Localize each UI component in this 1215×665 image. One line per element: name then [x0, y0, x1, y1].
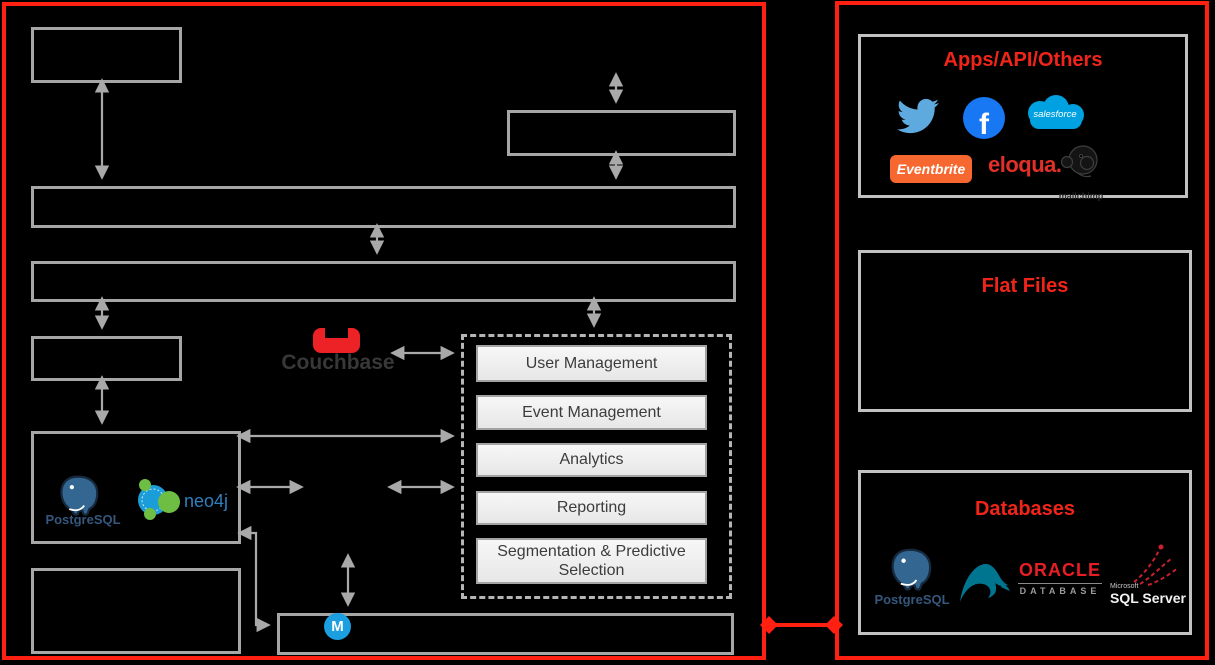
bus-bar-upper [31, 186, 736, 228]
oracle-divider [1018, 583, 1102, 584]
box-top-left [31, 27, 182, 83]
neo4j-logo: neo4j [184, 491, 229, 511]
twitter-icon [895, 95, 941, 142]
databases-title: Databases [974, 498, 1076, 520]
module-reporting: Reporting [476, 491, 707, 525]
box-bottom-left [31, 568, 241, 654]
module-label: User Management [525, 354, 658, 372]
facebook-f: f [979, 107, 989, 141]
postgresql-db-label: PostgreSQL [874, 592, 950, 607]
apps-api-others-title: Apps/API/Others [943, 49, 1103, 71]
oracle-name: ORACLE [1019, 560, 1101, 580]
module-segmentation: Segmentation & Predictive Selection [476, 538, 707, 584]
flat-files-title: Flat Files [981, 275, 1069, 297]
sqlserver-icon [1128, 542, 1180, 591]
mailchimp-icon: mailchimp [1058, 140, 1104, 201]
oracle-icon: ORACLE DATABASE [1016, 560, 1104, 596]
module-user-management: User Management [476, 345, 707, 382]
eloqua-label: eloqua. [988, 152, 1062, 177]
platform-modules-group [461, 334, 732, 599]
mulesoft-icon: M [324, 613, 351, 640]
salesforce-label: salesforce [1033, 109, 1077, 120]
postgresql-logo: PostgreSQL [45, 512, 121, 527]
bus-bar-lower [31, 261, 736, 302]
red-bridge-connector [760, 616, 843, 634]
postgresql-icon [57, 474, 99, 521]
oracle-sub-label: DATABASE [1019, 586, 1101, 596]
module-label: Segmentation & Predictive Selection [497, 542, 686, 579]
postgresql-db-icon [888, 547, 932, 596]
module-label: Analytics [559, 451, 624, 469]
mailchimp-label: mailchimp [1058, 191, 1104, 201]
eloqua-icon: eloqua. [988, 152, 1062, 178]
module-label: Reporting [556, 499, 627, 517]
mulesoft-m: M [331, 618, 344, 635]
salesforce-icon: salesforce [1022, 95, 1088, 135]
facebook-icon: f [963, 97, 1005, 139]
eventbrite-icon: Eventbrite [890, 155, 972, 183]
couchbase-icon [313, 328, 360, 358]
module-analytics: Analytics [476, 443, 707, 477]
box-top-right [507, 110, 736, 156]
neo4j-icon [135, 478, 183, 525]
module-event-management: Event Management [476, 395, 707, 430]
microsoft-label: Microsoft [1110, 583, 1139, 590]
module-label: Event Management [522, 403, 661, 421]
eventbrite-label: Eventbrite [896, 161, 966, 177]
flat-files-box: Flat Files [858, 250, 1192, 412]
mysql-icon [952, 550, 1014, 615]
sqlserver-label: Microsoft SQL Server [1110, 583, 1186, 606]
box-mid-left [31, 336, 182, 381]
sql-server-label: SQL Server [1110, 590, 1187, 606]
couchbase-logo: Couchbase [281, 351, 395, 374]
bar-mulesoft [277, 613, 734, 655]
